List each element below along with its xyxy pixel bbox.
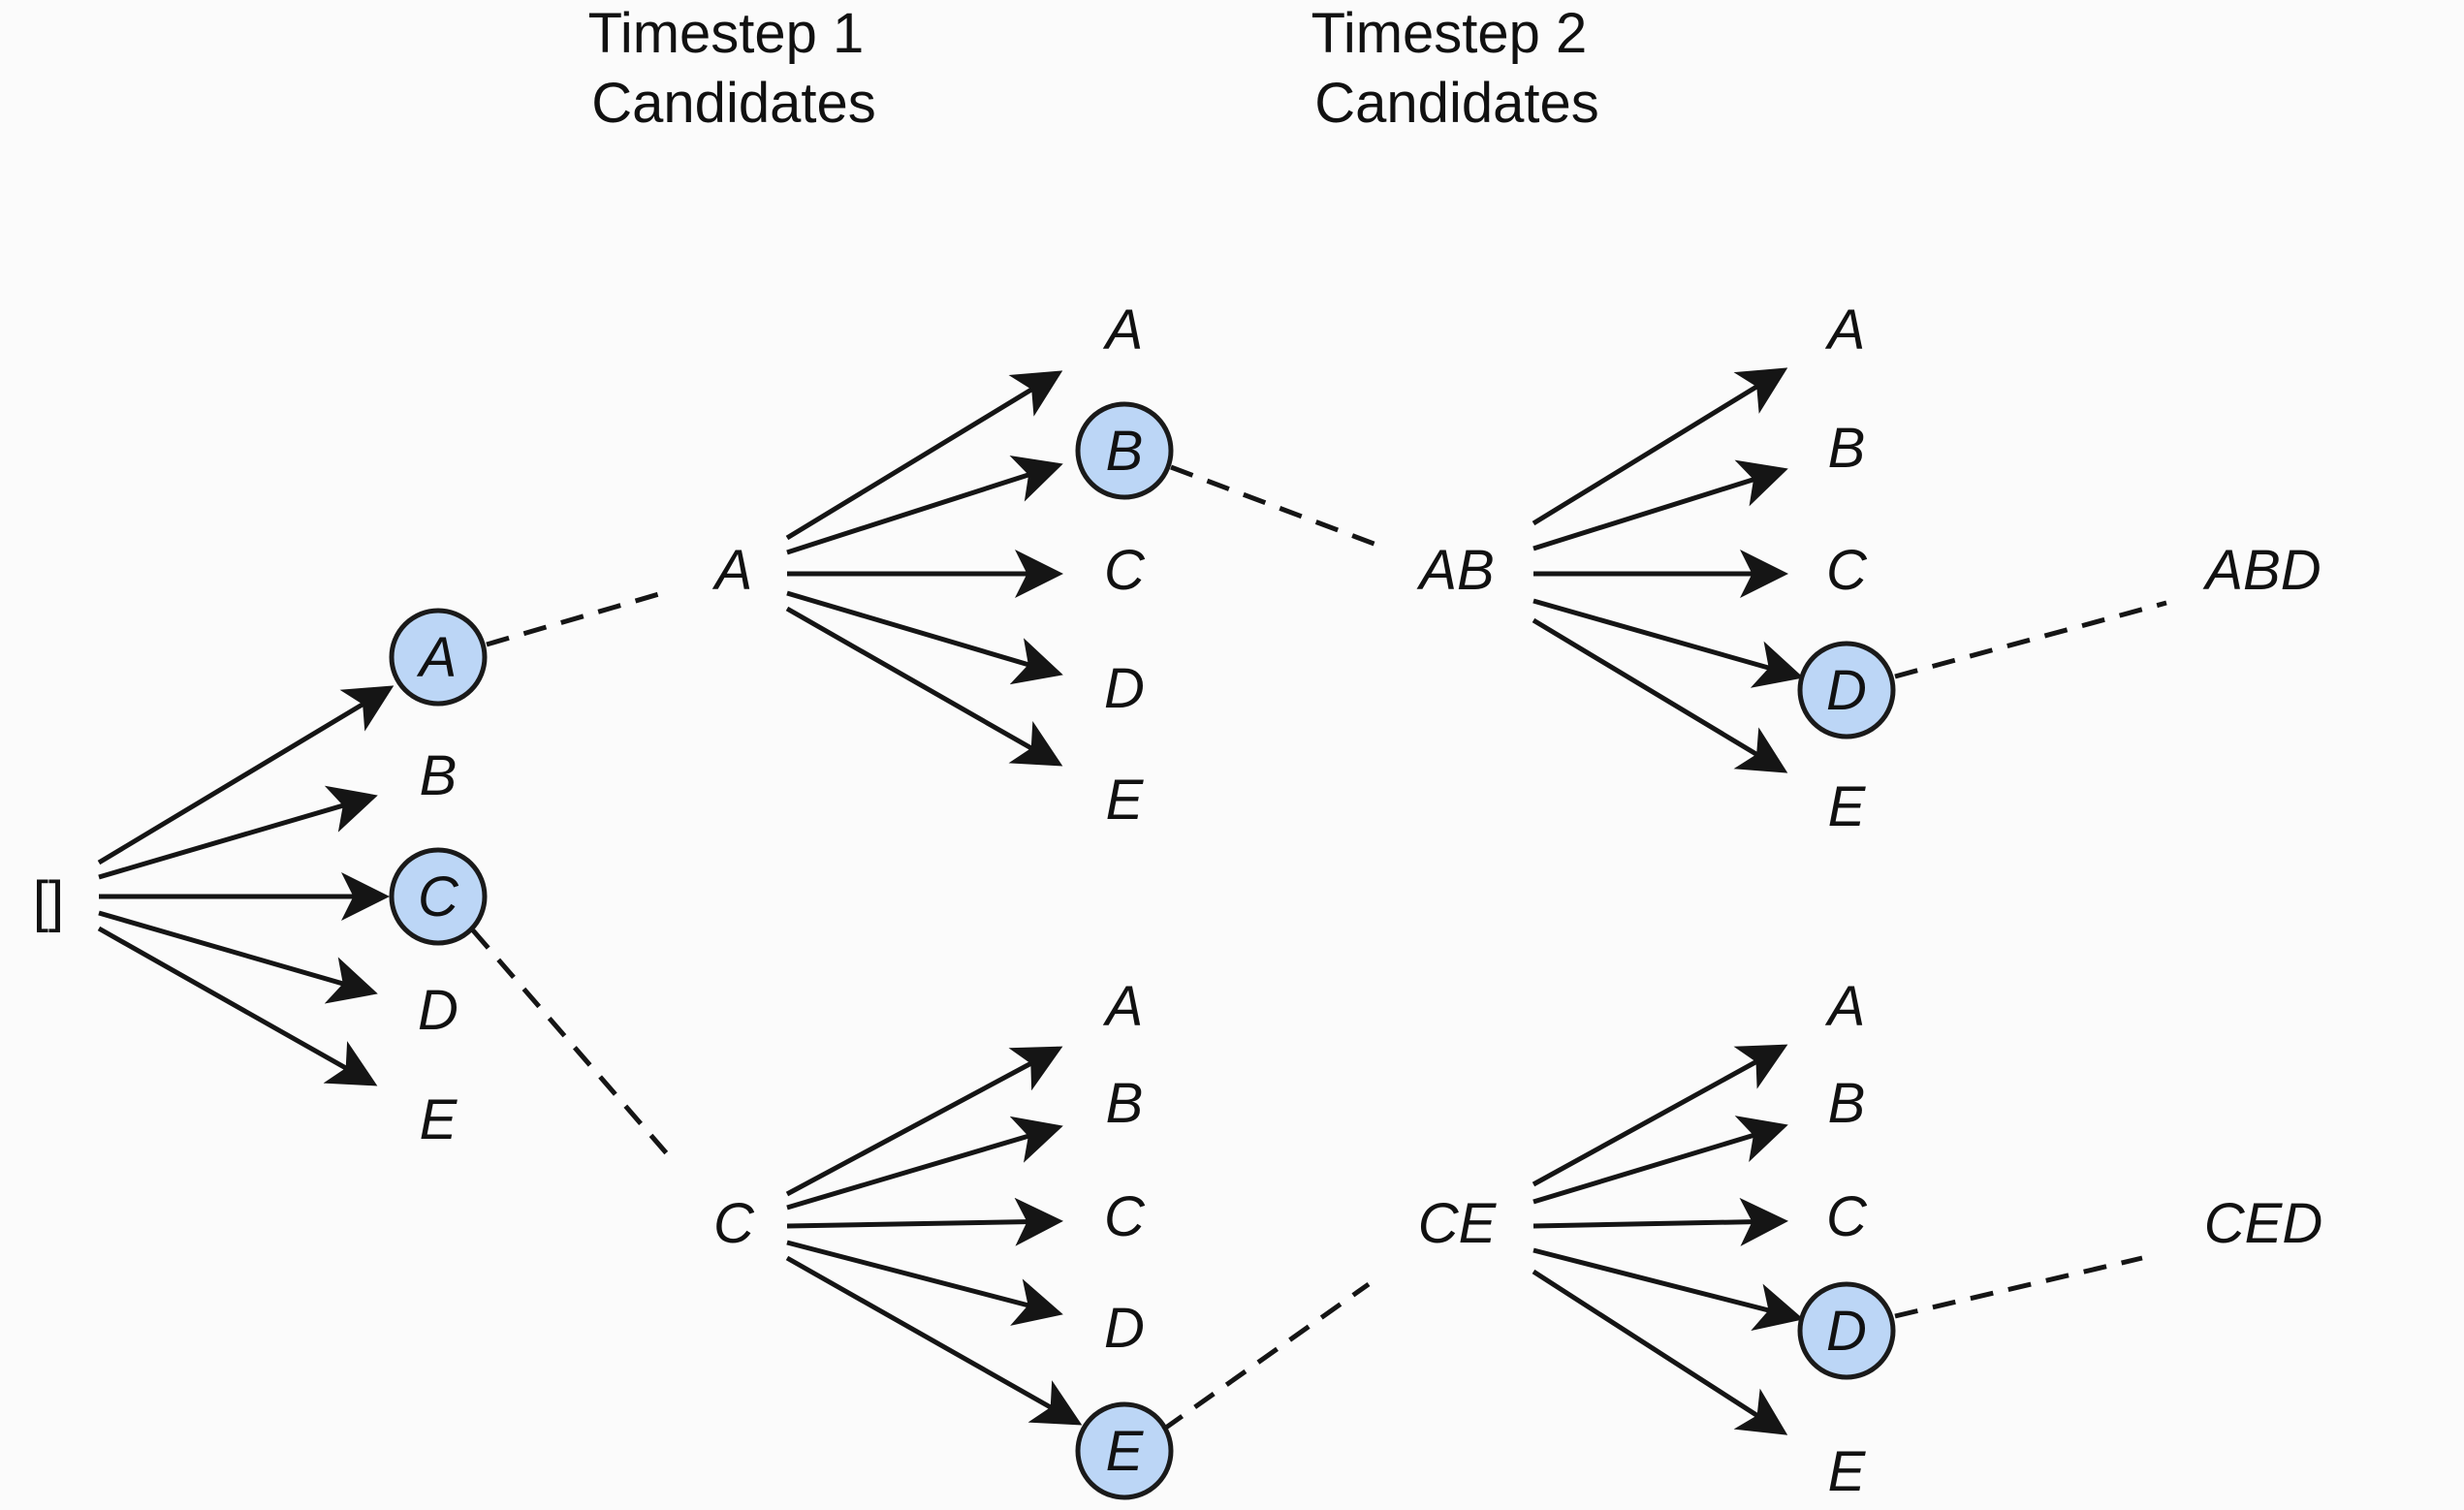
arrow-A-to-A [785, 370, 1063, 541]
level0-selected-circle-A [389, 608, 488, 707]
timestep2-header-line1: Timestep 2 [1311, 2, 1588, 65]
level2-AB-candidate-C: C [1826, 539, 1868, 602]
prefix1-A: A [712, 539, 753, 602]
arrow-CE-to-E [1532, 1269, 1788, 1435]
arrow-C-to-E [785, 1255, 1083, 1426]
level2-group-AB: A B C D E [1532, 299, 1896, 838]
dashed-link-ABD [1894, 600, 2167, 679]
root-arrow-B [98, 785, 378, 880]
level2-AB-candidate-E: E [1828, 775, 1867, 838]
root-arrow-E [97, 926, 378, 1086]
level1-A-selected-circle [1075, 401, 1174, 500]
result-CED: CED [2204, 1192, 2322, 1255]
dashed-link-B-to-prefix [1170, 464, 1385, 551]
arrow-C-to-D [786, 1240, 1063, 1326]
level0-candidate-D: D [418, 979, 458, 1042]
level2-AB-candidate-D: D [1826, 659, 1867, 722]
level1-C-candidate-C: C [1104, 1185, 1146, 1248]
result-ABD: ABD [2202, 539, 2321, 602]
level0-candidate-A: A [417, 626, 458, 689]
level0-candidate-B: B [420, 744, 458, 807]
timestep1-header: Timestep 1 Candidates [588, 2, 880, 135]
arrow-A-to-D [786, 590, 1063, 685]
level2-CE-candidate-B: B [1828, 1072, 1866, 1135]
level0-selected-circle-C [389, 847, 488, 946]
arrow-A-to-B [786, 455, 1063, 555]
level1-A-candidate-C: C [1104, 539, 1146, 602]
arrow-C-to-C [786, 1197, 1063, 1246]
level2-AB-candidate-B: B [1828, 417, 1866, 480]
level2-AB-selected-circle [1797, 641, 1896, 739]
level2-AB-candidate-A: A [1825, 299, 1866, 362]
timestep1-header-line2: Candidates [591, 72, 875, 135]
root-arrow-A [97, 685, 395, 865]
dashed-link-C-to-prefix [471, 928, 673, 1160]
level1-C-selected-circle [1075, 1401, 1174, 1500]
root-arrow-D [98, 910, 378, 1004]
arrow-CE-to-D [1532, 1247, 1804, 1332]
level2-CE-selected-circle [1797, 1281, 1896, 1380]
arrow-CE-to-C [1532, 1197, 1788, 1246]
arrow-C-to-A [785, 1046, 1063, 1197]
arrow-AB-to-B [1532, 459, 1788, 551]
prefix1-C: C [713, 1192, 755, 1255]
level0-group: A B C D E [97, 608, 488, 1151]
arrow-AB-to-D [1532, 598, 1804, 688]
dashed-link-A-to-prefix [486, 588, 670, 647]
level2-CE-candidate-A: A [1825, 975, 1866, 1038]
arrow-AB-to-A [1532, 367, 1788, 526]
level2-CE-candidate-E: E [1828, 1440, 1867, 1503]
root-node-label: [] [33, 870, 64, 933]
level1-A-candidate-B: B [1106, 420, 1144, 483]
dashed-link-E-to-prefix [1161, 1281, 1371, 1432]
arrow-CE-to-B [1532, 1116, 1788, 1205]
arrow-C-to-B [786, 1116, 1063, 1211]
dashed-link-CED [1894, 1255, 2143, 1319]
prefix2-CE: CE [1418, 1192, 1498, 1255]
prefix2-AB: AB [1416, 539, 1494, 602]
level1-A-candidate-A: A [1103, 299, 1144, 362]
arrow-A-to-E [785, 606, 1063, 767]
level1-group-A: A B C D E [785, 299, 1174, 832]
level1-A-candidate-D: D [1104, 657, 1145, 720]
level2-group-CE: A B C D E [1532, 975, 1896, 1503]
level0-candidate-C: C [418, 865, 459, 928]
level1-C-candidate-E: E [1106, 1420, 1145, 1483]
level1-A-candidate-E: E [1106, 769, 1145, 832]
level1-C-candidate-B: B [1106, 1072, 1144, 1135]
level1-C-candidate-A: A [1103, 975, 1144, 1038]
level1-C-candidate-D: D [1104, 1297, 1145, 1360]
arrow-AB-to-E [1532, 617, 1788, 773]
level2-CE-candidate-D: D [1826, 1300, 1867, 1363]
timestep2-header-line2: Candidates [1314, 72, 1598, 135]
level1-group-C: A B C D E [785, 975, 1174, 1500]
level0-candidate-E: E [420, 1088, 458, 1151]
level2-CE-candidate-C: C [1826, 1185, 1868, 1248]
timestep1-header-line1: Timestep 1 [588, 2, 865, 65]
timestep2-header: Timestep 2 Candidates [1311, 2, 1603, 135]
arrow-CE-to-A [1532, 1044, 1788, 1187]
